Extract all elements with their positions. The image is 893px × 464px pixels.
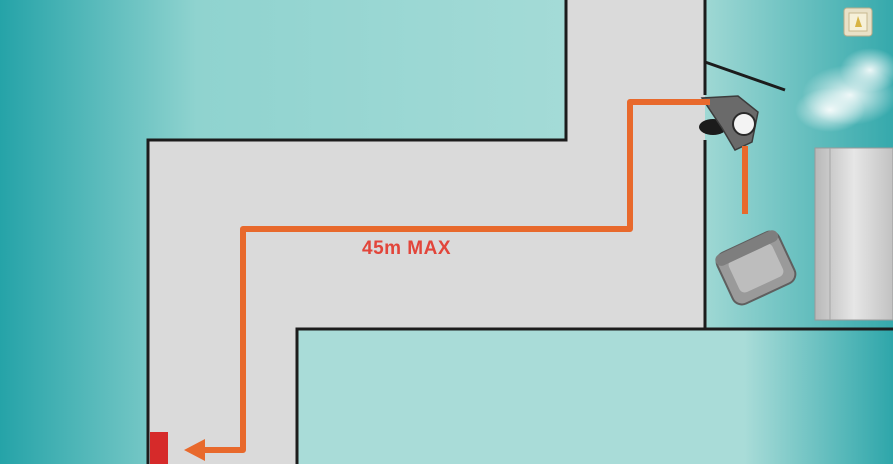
distance-label: 45m MAX — [362, 238, 451, 259]
person-icon — [699, 95, 759, 151]
door-leaf — [704, 60, 786, 92]
exit-door-icon — [150, 432, 168, 464]
corridor-wall-upper — [146, 0, 568, 464]
sign-icon — [843, 7, 873, 37]
smoke-cloud-icon — [795, 48, 893, 132]
armchair-icon — [715, 230, 797, 306]
route-arrowhead — [184, 439, 205, 461]
desk-icon — [814, 147, 893, 321]
corridor-wall-lower — [295, 327, 893, 464]
room-bottom — [297, 329, 893, 464]
evacuation-route-main — [202, 99, 710, 453]
